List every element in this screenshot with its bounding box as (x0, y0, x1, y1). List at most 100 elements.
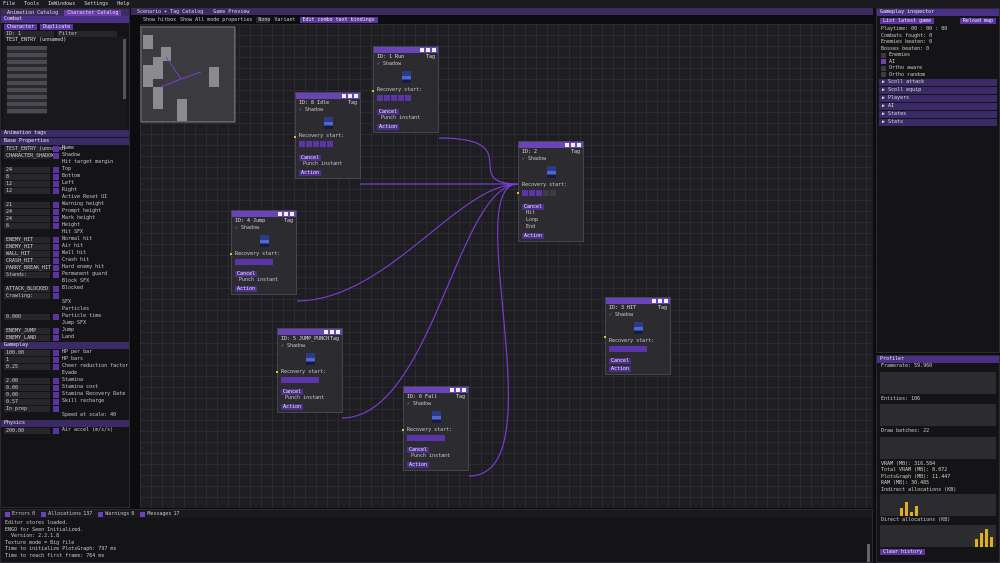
menu-item[interactable]: Settings (84, 1, 109, 7)
checkbox-icon[interactable] (881, 52, 886, 58)
recovery-bar[interactable] (407, 435, 445, 441)
dropdown-icon[interactable] (53, 173, 59, 180)
tab-scenario-catalog[interactable]: Scenario + Tag Catalog (137, 8, 204, 15)
dropdown-icon[interactable] (53, 187, 59, 194)
input-pin[interactable] (402, 428, 404, 431)
lock-icon[interactable] (284, 212, 288, 216)
property-value[interactable]: 1 (4, 356, 50, 363)
recovery-bar[interactable] (281, 377, 319, 383)
console-scrollbar[interactable] (867, 544, 870, 562)
frame-block[interactable] (391, 95, 397, 101)
dropdown-icon[interactable] (53, 292, 59, 299)
frame-block[interactable] (384, 95, 390, 101)
menu-item[interactable]: Help (117, 1, 130, 7)
dropdown-icon[interactable] (53, 201, 59, 208)
dropdown-icon[interactable] (53, 145, 59, 152)
dropdown-icon[interactable] (53, 180, 59, 187)
property-value[interactable]: In prep (4, 405, 50, 412)
node-header[interactable] (606, 298, 670, 304)
dropdown-icon[interactable] (53, 349, 59, 356)
dropdown-icon[interactable] (53, 285, 59, 292)
checkbox-icon[interactable] (5, 511, 10, 517)
checkbox-icon[interactable] (881, 65, 886, 71)
variant-label[interactable]: Variant (274, 17, 296, 23)
cancel-button[interactable]: Cancel (609, 358, 632, 364)
checkbox-icon[interactable] (140, 511, 146, 517)
dropdown-icon[interactable] (53, 243, 59, 250)
delete-icon[interactable] (577, 143, 581, 147)
property-value[interactable]: ATTACK_BLOCKED (4, 285, 50, 292)
node-tag[interactable]: Tag (657, 305, 667, 311)
property-value[interactable]: ENEMY_JUMP (4, 327, 50, 334)
checkbox-icon[interactable] (41, 511, 47, 517)
frame-block[interactable] (529, 190, 535, 196)
property-value[interactable]: Stands: (4, 271, 50, 278)
property-value[interactable]: 100.00 (4, 349, 50, 356)
lock-icon[interactable] (658, 299, 662, 303)
tab-animation-catalog[interactable]: Animation Catalog (7, 9, 59, 16)
punch-instant-link[interactable]: Punch instant (411, 453, 451, 459)
property-value[interactable]: 0.000 (4, 313, 50, 320)
dropdown-icon[interactable] (53, 208, 59, 215)
frame-block[interactable] (550, 190, 556, 196)
node-header[interactable] (296, 93, 360, 99)
property-value[interactable]: CRASH_HIT (4, 257, 50, 264)
node-link[interactable] (468, 183, 519, 477)
dropdown-icon[interactable] (53, 222, 59, 229)
lock-icon[interactable] (348, 94, 352, 98)
frame-block[interactable] (405, 95, 411, 101)
cancel-button[interactable]: Cancel (299, 155, 322, 161)
character-button[interactable]: Character (4, 23, 38, 30)
node-tag[interactable]: Tag (347, 100, 357, 106)
lock-icon[interactable] (456, 388, 460, 392)
delete-icon[interactable] (354, 94, 358, 98)
frame-block[interactable] (306, 141, 312, 147)
dropdown-icon[interactable] (53, 250, 59, 257)
dropdown-icon[interactable] (53, 152, 59, 159)
input-pin[interactable] (276, 370, 278, 373)
input-pin[interactable] (517, 191, 519, 194)
lock-icon[interactable] (426, 48, 430, 52)
punch-instant-link[interactable]: Punch instant (285, 395, 325, 401)
dropdown-icon[interactable] (53, 215, 59, 222)
property-value[interactable]: 200.00 (4, 427, 50, 434)
property-value[interactable]: 0.00 (4, 384, 50, 391)
copy-icon[interactable] (278, 212, 282, 216)
lock-icon[interactable] (571, 143, 575, 147)
property-value[interactable]: 0.25 (4, 363, 50, 370)
output-pin-label[interactable]: Hit (526, 210, 536, 216)
dropdown-icon[interactable] (53, 363, 59, 370)
dropdown-icon[interactable] (53, 271, 59, 278)
copy-icon[interactable] (420, 48, 424, 52)
input-pin[interactable] (604, 336, 606, 338)
checkbox-row[interactable]: Enemies (877, 52, 999, 59)
property-value[interactable]: 0.00 (4, 391, 50, 398)
inspector-section[interactable]: ▶ AI (879, 103, 997, 110)
inspector-section[interactable]: ▶ Stats (879, 119, 997, 126)
dropdown-icon[interactable] (53, 327, 59, 334)
cancel-button[interactable]: Cancel (235, 271, 258, 277)
copy-icon[interactable] (342, 94, 346, 98)
tab-character-catalog[interactable]: Character Catalog (64, 9, 122, 16)
action-button[interactable]: Action (281, 404, 304, 410)
filter-input[interactable]: Filter (57, 30, 117, 37)
list-scrollbar[interactable] (123, 39, 126, 99)
minimap[interactable] (140, 26, 236, 123)
dropdown-icon[interactable] (53, 405, 59, 412)
dropdown-icon[interactable] (53, 391, 59, 398)
node-header[interactable] (278, 329, 342, 335)
recovery-bar[interactable] (609, 346, 647, 352)
dropdown-icon[interactable] (53, 398, 59, 405)
property-value[interactable]: 8 (4, 222, 50, 229)
input-pin[interactable] (294, 135, 296, 138)
property-value[interactable]: PARRY_BREAK_HIT (4, 264, 52, 271)
property-value[interactable]: 24 (4, 208, 50, 215)
property-value[interactable]: ENEMY_HIT (4, 243, 50, 250)
property-value[interactable]: 2.00 (4, 377, 50, 384)
